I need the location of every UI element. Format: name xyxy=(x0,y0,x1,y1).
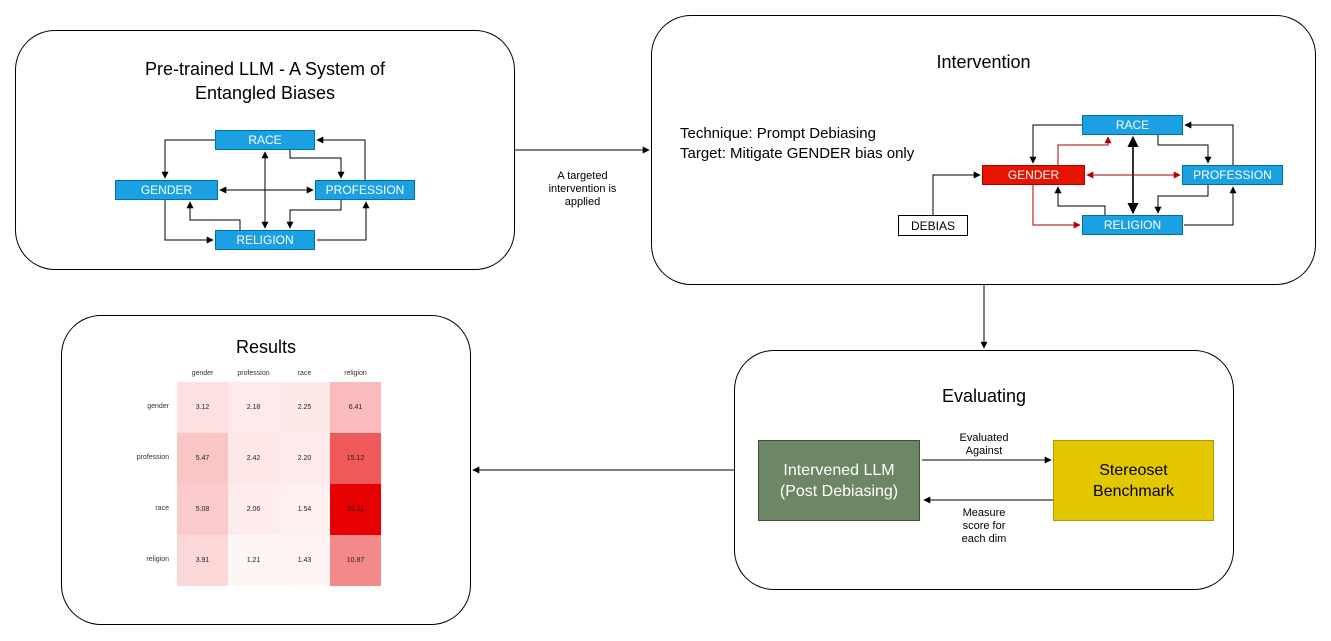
intervention-node-race: RACE xyxy=(1082,115,1183,135)
debias-node: DEBIAS xyxy=(898,215,968,236)
technique-text: Technique: Prompt Debiasing xyxy=(680,125,876,142)
heatmap-cell: 2.18 xyxy=(228,382,279,433)
heatmap-row-label: gender xyxy=(147,402,169,410)
measure-line2: score for xyxy=(962,520,1006,532)
target-text: Target: Mitigate GENDER bias only xyxy=(680,145,915,162)
stereoset-line2: Benchmark xyxy=(1093,482,1174,500)
stereoset-benchmark-node: Stereoset Benchmark xyxy=(1053,440,1214,521)
heatmap-cell: 2.06 xyxy=(228,484,279,535)
heatmap-row-label: profession xyxy=(136,453,169,461)
intervened-llm-line2: (Post Debiasing) xyxy=(779,482,899,500)
heatmap-cell: 2.25 xyxy=(279,382,330,433)
targeted-line3: applied xyxy=(564,196,601,208)
pretrained-title-line2: Entangled Biases xyxy=(194,83,336,103)
results-heatmap: gender profession race religion gender profes… xyxy=(125,370,385,590)
heatmap-cell: 10.87 xyxy=(330,535,381,586)
targeted-intervention-label: A targeted intervention is applied xyxy=(540,170,625,209)
heatmap-cell: 2.42 xyxy=(228,433,279,484)
heatmap-col-label: profession xyxy=(237,370,270,377)
measure-score-label: Measure score for each dim xyxy=(944,507,1024,546)
pretrained-title-line1: Pre-trained LLM - A System of xyxy=(144,59,386,79)
heatmap-cell: 1.54 xyxy=(279,484,330,535)
evaluated-line1: Evaluated xyxy=(959,432,1009,444)
node-gender: GENDER xyxy=(115,180,218,200)
evaluated-against-label: Evaluated Against xyxy=(944,432,1024,458)
targeted-line1: A targeted xyxy=(557,170,608,182)
intervention-node-profession: PROFESSION xyxy=(1182,165,1283,185)
heatmap-cell: 5.47 xyxy=(177,433,228,484)
heatmap-cell: 3.12 xyxy=(177,382,228,433)
heatmap-cell: 23.11 xyxy=(330,484,381,535)
heatmap-cell: 5.08 xyxy=(177,484,228,535)
heatmap-row-label: race xyxy=(155,504,169,512)
evaluating-title: Evaluating xyxy=(941,386,1027,406)
heatmap-col-label: race xyxy=(297,370,312,377)
heatmap-col-label: religion xyxy=(344,370,367,377)
intervention-node-religion: RELIGION xyxy=(1082,215,1183,235)
targeted-line2: intervention is xyxy=(548,183,617,195)
intervention-description: Technique: Prompt Debiasing Target: Miti… xyxy=(680,124,940,164)
heatmap-cell: 1.21 xyxy=(228,535,279,586)
intervention-title: Intervention xyxy=(936,52,1031,72)
heatmap-cell: 1.43 xyxy=(279,535,330,586)
intervened-llm-node: Intervened LLM (Post Debiasing) xyxy=(758,440,920,521)
intervened-llm-line1: Intervened LLM xyxy=(783,461,895,479)
node-profession: PROFESSION xyxy=(315,180,415,200)
node-religion: RELIGION xyxy=(215,230,315,250)
heatmap-cell: 6.41 xyxy=(330,382,381,433)
heatmap-cell: 15.12 xyxy=(330,433,381,484)
evaluated-line2: Against xyxy=(965,445,1003,457)
measure-line3: each dim xyxy=(961,533,1007,545)
heatmap-cell: 3.91 xyxy=(177,535,228,586)
heatmap-row-label: religion xyxy=(146,555,169,563)
measure-line1: Measure xyxy=(962,507,1006,519)
stereoset-line1: Stereoset xyxy=(1099,461,1168,479)
intervention-node-gender: GENDER xyxy=(982,165,1085,185)
pretrained-llm-title: Pre-trained LLM - A System of Entangled … xyxy=(16,57,514,105)
heatmap-cell: 2.20 xyxy=(279,433,330,484)
node-race: RACE xyxy=(215,130,315,150)
results-title: Results xyxy=(235,337,297,357)
heatmap-col-label: gender xyxy=(191,370,214,377)
